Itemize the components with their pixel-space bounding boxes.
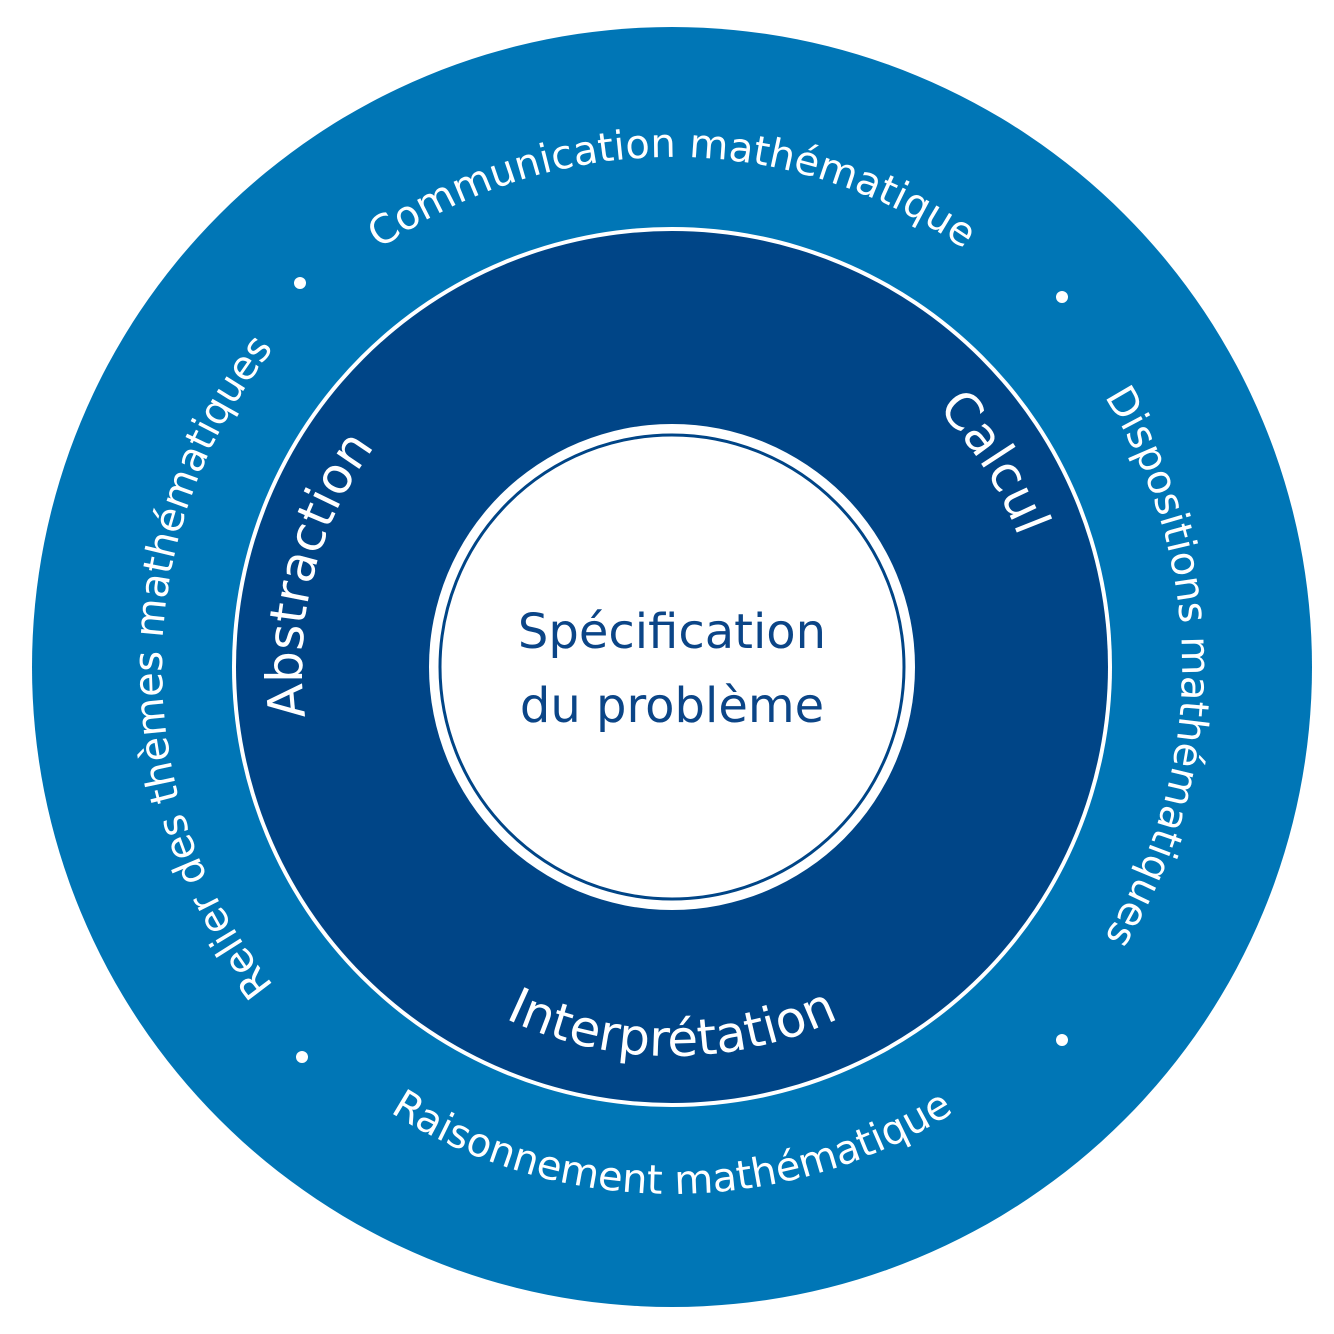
center-border-line: [438, 433, 906, 901]
center-label-line2: du problème: [520, 678, 824, 734]
center-border: [429, 424, 915, 910]
separator-dot: [1056, 291, 1068, 303]
separator-dot: [296, 1051, 308, 1063]
separator-dot: [1056, 1034, 1068, 1046]
center-label-line1: Spécification: [518, 604, 826, 660]
separator-dot: [294, 277, 306, 289]
